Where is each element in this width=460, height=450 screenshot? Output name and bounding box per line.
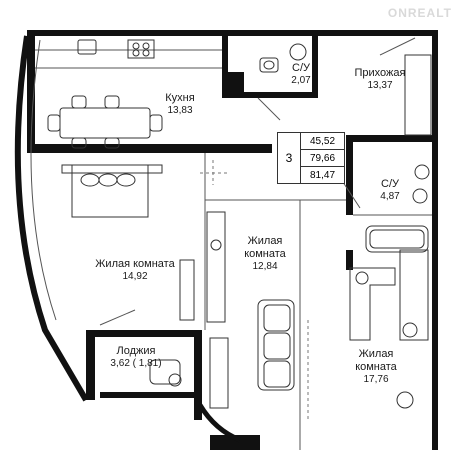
- room-name: Прихожая: [354, 67, 406, 79]
- living-area: 45,52: [301, 133, 344, 150]
- room-name: Лоджия: [116, 345, 156, 357]
- bathroom-2-fixtures: [365, 164, 430, 253]
- room-loggia: Лоджия 3,62 ( 1,81): [104, 345, 168, 370]
- room-area: 13,37: [367, 80, 393, 91]
- partitions: [35, 37, 432, 450]
- curved-wall: [14, 35, 89, 402]
- room-hallway: Прихожая 13,37: [345, 67, 415, 92]
- rooms-count: 3: [278, 133, 301, 183]
- bed: [61, 164, 195, 321]
- room-area: 13,83: [167, 105, 193, 116]
- room-bathroom-2: С/У 4,87: [370, 178, 410, 203]
- room-name: Жилая комната: [95, 258, 175, 270]
- area-summary-table: 3 45,52 79,66 81,47: [277, 132, 345, 184]
- total-area: 79,66: [301, 150, 344, 167]
- room-name: С/У: [381, 178, 399, 190]
- room-area: 2,07: [291, 75, 311, 86]
- room-bathroom-1: С/У 2,07: [283, 62, 319, 87]
- sofa-room-2: [257, 299, 295, 391]
- watermark-logo: ONREALT: [387, 6, 452, 20]
- room-area: 14,92: [122, 271, 148, 282]
- room-name: Жилая комната: [244, 235, 286, 260]
- room-area: 4,87: [380, 191, 400, 202]
- room-bedroom-3: Жилая комната 17,76: [348, 348, 404, 386]
- room-name: Кухня: [165, 92, 195, 104]
- walls: [27, 30, 438, 450]
- kitchen-furniture: [47, 39, 163, 149]
- total-with-loggia: 81,47: [309, 169, 336, 181]
- corner-sofa: [349, 267, 418, 409]
- room-kitchen: Кухня 13,83: [150, 92, 210, 117]
- bathroom-1-fixtures: [259, 43, 307, 73]
- room-bedroom-2: Жилая комната 12,84: [232, 235, 298, 273]
- room-area: 12,84: [252, 261, 278, 272]
- room-bedroom-1: Жилая комната 14,92: [90, 258, 180, 283]
- room-name: С/У: [292, 62, 310, 74]
- room-area: 17,76: [363, 374, 389, 385]
- room-area: 3,62 ( 1,81): [110, 358, 162, 369]
- room-name: Жилая комната: [355, 348, 397, 373]
